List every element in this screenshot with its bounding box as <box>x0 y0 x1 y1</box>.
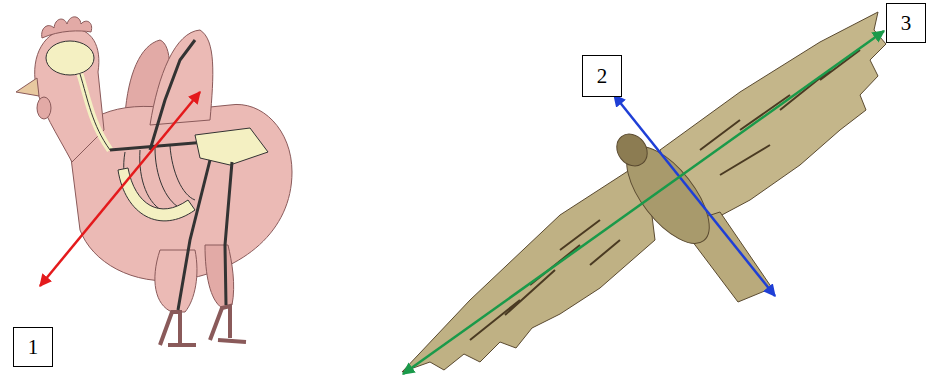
neck-vertebrae-outline <box>80 74 110 150</box>
chicken-thigh-back <box>205 245 234 308</box>
wing-bones <box>150 40 195 150</box>
chicken-skeleton <box>46 40 268 310</box>
axis-arrow <box>403 31 884 374</box>
neck-vertebrae <box>80 74 110 150</box>
callout-box: 1 <box>13 327 53 367</box>
leg-bones <box>178 160 232 310</box>
pelvis <box>195 128 268 165</box>
callout-number: 2 <box>597 66 608 87</box>
skull <box>46 41 94 75</box>
chicken-wing-front <box>150 30 213 125</box>
callout-box: 2 <box>582 55 622 97</box>
chicken-wattle <box>37 97 51 119</box>
chicken-neck <box>35 28 104 162</box>
chicken-feet <box>160 306 246 345</box>
callout-number: 3 <box>901 13 912 34</box>
callout-number: 1 <box>28 337 39 358</box>
chicken-thigh <box>155 250 197 312</box>
chicken-comb <box>42 17 92 38</box>
hawk-figure <box>402 12 886 372</box>
callout-box: 3 <box>886 3 926 43</box>
hawk-wing-streaks <box>470 50 860 340</box>
chicken-figure <box>16 17 292 345</box>
hawk-left-wing <box>402 160 655 372</box>
chicken-beak <box>16 78 39 96</box>
axis-arrow <box>40 92 200 286</box>
